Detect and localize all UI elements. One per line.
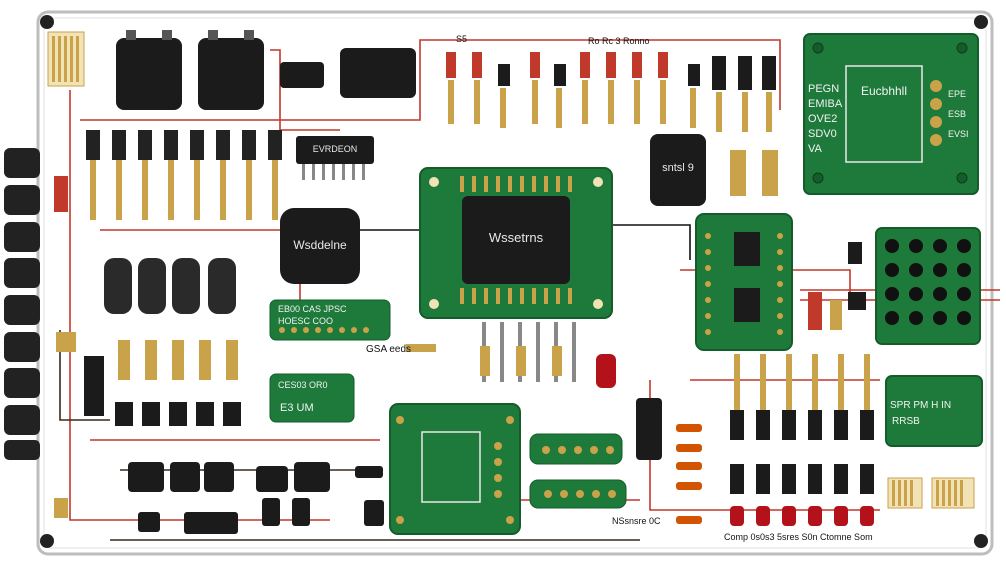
module-tr-right-label: EVSI [948, 129, 969, 139]
main-chip-label: Wssetrns [488, 230, 544, 245]
transistor-row-bottom [128, 462, 384, 534]
board-right-small-label-2: RRSB [892, 416, 920, 427]
module-tr-right-label: EPE [948, 89, 967, 99]
module-tr-right-label: ESB [948, 109, 967, 119]
board-right-small-label: SPR PM H IN [890, 400, 952, 411]
board-lower-left [269, 373, 355, 423]
resistor-stack-left [115, 340, 241, 426]
relay-board-right [875, 227, 981, 345]
terminal-block-icon [887, 477, 975, 509]
module-tr-left-label: VA [808, 143, 822, 155]
connector-strip-1 [529, 433, 623, 465]
module-tr-left-label: EMIBA [808, 98, 843, 110]
screw-icon [40, 534, 54, 548]
resistor-column-right [676, 424, 702, 524]
board-lower-left-label-2: E3 UM [280, 402, 314, 414]
module-bottom-right [885, 375, 983, 447]
module-tr-title: Eucbhhll [860, 84, 908, 98]
terminal-block-icon [47, 31, 85, 87]
top-right-chip [650, 134, 706, 206]
side-chip-label: Wsddelne [293, 238, 347, 252]
power-module-1 [116, 30, 182, 110]
screw-icon [974, 15, 988, 29]
left-connectors [4, 148, 40, 460]
board-lower-left-label: CES03 OR0 [278, 380, 328, 390]
fuse-cluster-right [808, 242, 866, 330]
screw-icon [40, 15, 54, 29]
side-chip [280, 208, 360, 284]
capacitor-row-middle [104, 258, 236, 314]
resist-label: NSsnsre 0C [612, 516, 661, 526]
module-top-right [803, 33, 979, 195]
module-lower-center [389, 403, 521, 535]
main-pcb [419, 167, 613, 319]
screw-icon [974, 534, 988, 548]
left-small-parts [54, 176, 104, 518]
capacitor-row-upper [86, 130, 282, 220]
top-right-chip-legs [730, 150, 778, 196]
header-chip-label: EVRDEON [312, 144, 358, 154]
header-chip [296, 136, 374, 180]
caption-mid-label: GSA eeds [366, 344, 412, 355]
module-tr-left-label: OVE2 [808, 113, 838, 125]
module-tr-left-label: PEGN [808, 83, 840, 95]
bottom-labels: Comp 0s0s3 5sres S0n Ctomne Som [724, 532, 873, 542]
board-mid-left-label: EB00 CAS JPSC [278, 304, 347, 314]
inductor-mid [636, 398, 662, 460]
module-tr-right-labels: EPE ESB EVSI [948, 84, 978, 144]
module-tr-left-label: SDV0 [808, 128, 837, 140]
board-frame-inner [43, 17, 987, 549]
board-mid-left-label-2: HOESC COO [278, 316, 334, 326]
fuse-bank-right [730, 354, 874, 526]
power-module-2 [198, 30, 264, 110]
connector-strip-2 [529, 479, 627, 509]
fuse-row-top [446, 52, 776, 132]
module-tr-left-labels: PEGN EMIBA OVE2 SDV0 VA [808, 82, 848, 157]
resistor-row-center [406, 344, 616, 388]
top-header-small-label: S5 [456, 34, 468, 44]
board-mid-left [269, 299, 391, 341]
top-header-label: Ro Rc 3 Ronno [588, 36, 650, 46]
top-right-chip-label: sntsl 9 [662, 162, 694, 174]
main-chip [462, 196, 570, 284]
transistor-pair [280, 48, 416, 98]
module-mid-right [695, 213, 793, 351]
